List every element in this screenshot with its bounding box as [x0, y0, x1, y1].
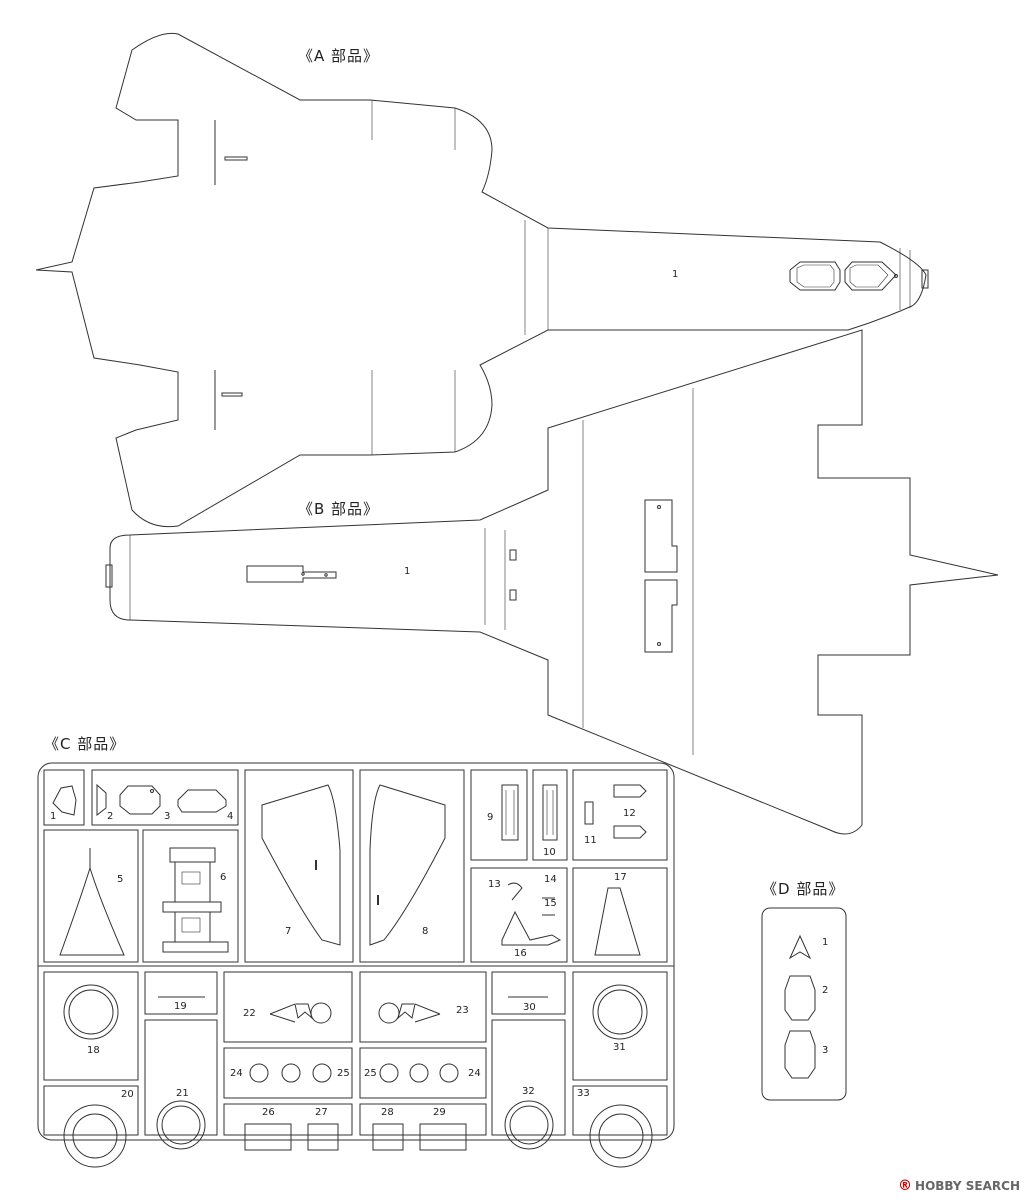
part-a-label: 《A 部品》: [298, 47, 380, 65]
part-d-sprue: [761, 907, 847, 1101]
registered-mark-icon: ®: [898, 1178, 913, 1194]
part-b-airframe: [105, 329, 999, 835]
part-c-number: 12: [623, 808, 636, 819]
part-c-number: 22: [243, 1008, 256, 1019]
part-c-number: 23: [456, 1005, 469, 1016]
part-c-number: 31: [613, 1042, 626, 1053]
part-c-number: 29: [433, 1107, 446, 1118]
part-d-label: 《D 部品》: [762, 880, 845, 898]
part-c-number: 20: [121, 1089, 134, 1100]
part-c-number: 19: [174, 1001, 187, 1012]
part-c-number: 25: [364, 1068, 377, 1079]
watermark-text: HOBBY SEARCH: [915, 1179, 1020, 1193]
part-c-number: 7: [285, 926, 292, 937]
part-c-number: 24: [230, 1068, 243, 1079]
part-c-number: 14: [544, 874, 557, 885]
watermark: ® HOBBY SEARCH: [898, 1178, 1020, 1194]
part-c-number: 32: [522, 1086, 535, 1097]
part-c-number: 28: [381, 1107, 394, 1118]
part-c-number: 9: [487, 812, 494, 823]
part-c-number: 15: [544, 898, 557, 909]
part-c-number: 6: [220, 872, 227, 883]
part-c-number: 27: [315, 1107, 328, 1118]
part-a-number: 1: [672, 269, 679, 280]
part-c-sprue: [37, 762, 675, 1168]
part-c-number: 2: [107, 811, 114, 822]
part-c-number: 8: [422, 926, 429, 937]
part-c-label: 《C 部品》: [44, 735, 126, 753]
part-c-number: 13: [488, 879, 501, 890]
part-c-number: 25: [337, 1068, 350, 1079]
part-d-number: 2: [822, 985, 829, 996]
part-c-number: 5: [117, 874, 124, 885]
part-c-number: 4: [227, 811, 234, 822]
part-d-number: 1: [822, 937, 829, 948]
part-c-number: 1: [50, 811, 57, 822]
part-c-number: 17: [614, 872, 627, 883]
part-c-number: 26: [262, 1107, 275, 1118]
part-b-number: 1: [404, 566, 411, 577]
part-c-number: 3: [164, 811, 171, 822]
part-c-number: 21: [176, 1088, 189, 1099]
part-d-number: 3: [822, 1045, 829, 1056]
part-c-number: 30: [523, 1002, 536, 1013]
part-a-airframe: [35, 32, 929, 528]
part-c-number: 16: [514, 948, 527, 959]
part-c-number: 18: [87, 1045, 100, 1056]
part-c-number: 11: [584, 835, 597, 846]
part-c-number: 10: [543, 847, 556, 858]
part-c-number: 33: [577, 1088, 590, 1099]
part-b-label: 《B 部品》: [298, 500, 380, 518]
part-c-number: 24: [468, 1068, 481, 1079]
